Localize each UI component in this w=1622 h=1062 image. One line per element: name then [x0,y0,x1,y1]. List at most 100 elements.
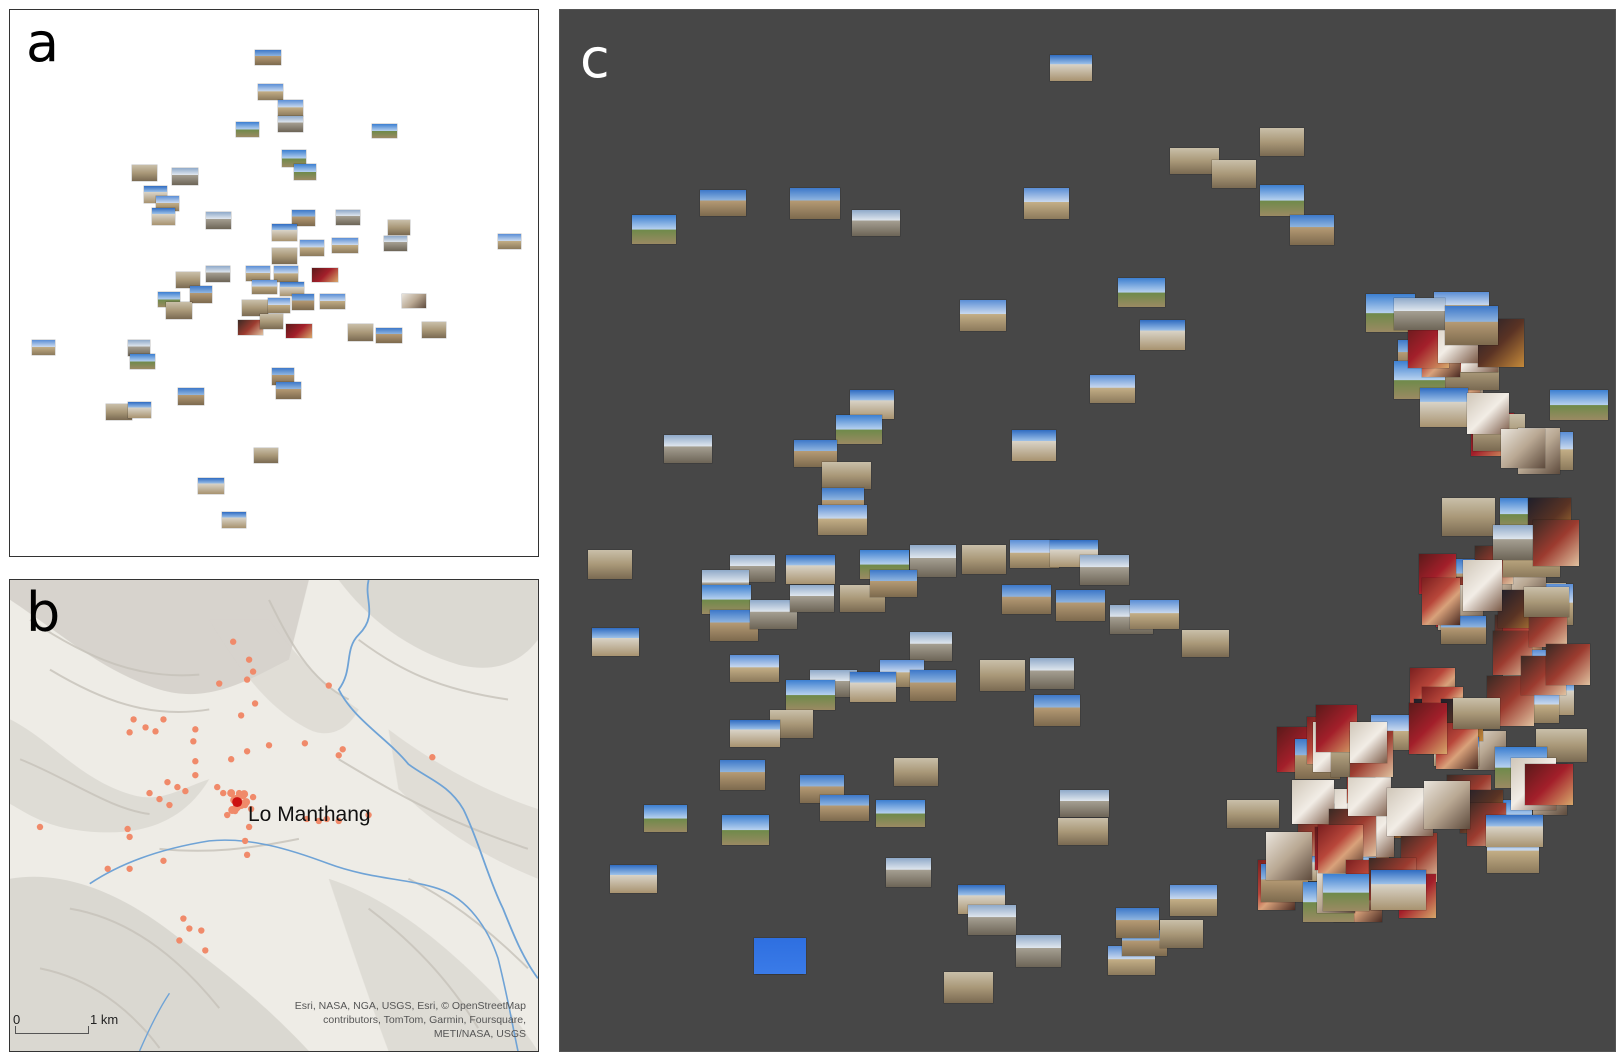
photo-location-point [241,837,249,845]
photo-thumbnail [198,478,224,494]
photo-thumbnail [1012,430,1056,461]
photo-thumbnail [1024,188,1069,219]
photo-location-point [176,937,183,944]
photo-location-point [160,716,167,723]
photo-thumbnail [1056,590,1105,621]
photo-location-point [126,833,133,841]
photo-thumbnail [1409,703,1447,754]
photo-thumbnail [176,272,200,288]
photo-location-point [124,825,131,833]
photo-thumbnail [1445,306,1498,345]
photo-thumbnail [818,505,867,535]
photo-thumbnail [870,570,917,597]
photo-thumbnail [190,286,212,303]
photo-location-point [166,801,173,809]
photo-thumbnail [254,448,278,463]
photo-thumbnail [1420,388,1468,427]
river-tributary [89,839,519,1051]
photo-thumbnail [720,760,765,790]
photo-location-point [365,811,372,819]
photo-thumbnail [944,972,993,1003]
photo-thumbnail [32,340,55,355]
photo-thumbnail [910,632,952,661]
photo-thumbnail [278,100,303,116]
photo-thumbnail [850,390,894,419]
photo-location-point [152,728,159,735]
hillshade-ridge-lines [19,599,529,1049]
photo-thumbnail [910,670,956,701]
photo-location-point [192,726,199,733]
panel-c-letter: c [580,27,610,90]
photo-thumbnail [286,324,312,338]
photo-thumbnail [156,196,179,211]
photo-location-point [245,823,253,831]
photo-thumbnail [312,268,338,282]
photo-thumbnail [152,208,175,225]
photo-location-point [190,738,197,745]
photo-thumbnail [632,215,676,244]
panel-a-embedding: a [9,9,539,557]
photo-location-point [142,724,149,731]
photo-thumbnail [1442,498,1495,536]
photo-thumbnail [252,280,277,294]
photo-thumbnail [376,328,402,343]
scale-bar [15,1026,89,1034]
photo-thumbnail [236,122,259,137]
photo-thumbnail [1170,148,1219,174]
photo-thumbnail [1533,520,1579,566]
photo-location-point [243,676,251,683]
photo-thumbnail [1290,215,1334,245]
photo-location-point [104,865,111,872]
photo-location-point [126,729,133,736]
photo-thumbnail [1424,781,1470,829]
photo-thumbnail [1227,800,1279,828]
photo-thumbnail [836,415,882,444]
photo-thumbnail [820,795,869,821]
photo-location-point [174,783,181,791]
photo-thumbnail [786,555,835,584]
photo-thumbnail [1260,185,1304,216]
photo-thumbnail [132,165,157,181]
photo-location-point [237,712,245,719]
photo-thumbnail [850,672,896,702]
photo-thumbnail [700,190,746,216]
photo-thumbnail [320,294,345,309]
scale-bar-unit: 1 km [90,1012,119,1027]
photo-thumbnail [280,282,304,296]
photo-thumbnail [730,655,779,682]
photo-thumbnail [274,266,298,282]
photo-location-point [325,682,332,689]
photo-thumbnail [130,354,155,369]
photo-thumbnail [292,210,315,226]
photo-location-point [224,811,231,819]
photo-thumbnail [730,720,780,747]
panel-c-embedding: c [559,9,1616,1052]
photo-thumbnail [272,248,297,264]
photo-thumbnail [1050,55,1092,81]
photo-location-point [36,823,44,831]
photo-thumbnail [222,512,246,528]
photo-thumbnail [754,938,806,974]
photo-thumbnail [852,210,900,236]
photo-location-point [192,758,199,765]
photo-location-point [251,700,259,707]
photo-thumbnail [1371,870,1426,910]
photo-thumbnail [980,660,1025,691]
photo-thumbnail [910,545,956,577]
photo-location-point [146,789,153,797]
photo-thumbnail [1182,630,1229,657]
photo-thumbnail [1170,885,1217,916]
photo-thumbnail [1486,815,1543,847]
photo-thumbnail [128,340,150,356]
panel-c-thumbnails [560,10,1615,1051]
photo-thumbnail [242,300,268,316]
photo-thumbnail [702,585,751,614]
photo-thumbnail [282,150,306,167]
photo-thumbnail [1501,429,1545,468]
photo-thumbnail [206,266,230,282]
photo-location-point [323,815,330,823]
photo-thumbnail [1394,298,1445,330]
photo-location-point [227,789,236,798]
photo-thumbnail [822,462,871,489]
photo-thumbnail [1140,320,1185,350]
